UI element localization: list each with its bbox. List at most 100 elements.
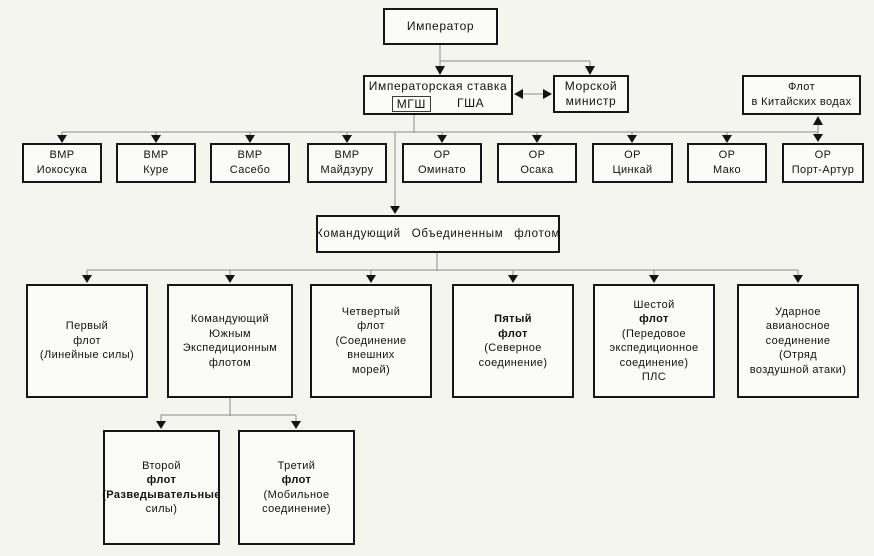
arrowhead-right xyxy=(543,89,552,99)
label-line: в Китайских водах xyxy=(751,96,852,108)
label-line: Ударное xyxy=(775,305,821,318)
arrowhead-down xyxy=(366,275,376,283)
label-line: ВМР xyxy=(334,149,360,161)
label-line: ВМР xyxy=(143,149,169,161)
arrowhead-down xyxy=(245,135,255,143)
label-line: флотом xyxy=(208,356,252,369)
connector-hq-to-bases xyxy=(57,115,818,143)
label-line: Шестой xyxy=(633,298,675,311)
label-line: флот xyxy=(281,474,312,486)
connector-to-combined-commander xyxy=(390,132,400,214)
label-line: Морской xyxy=(564,79,618,93)
label-line: внешних xyxy=(347,349,395,362)
node-base-mako: ОР Мако xyxy=(687,143,767,183)
label-line: Экспедиционным xyxy=(182,342,278,354)
arrowhead-down xyxy=(508,275,518,283)
label-line: соединение) xyxy=(619,356,689,369)
node-south-expeditionary-commander: Командующий Южным Экспедиционным флотом xyxy=(167,284,293,398)
node-base-osaka: ОР Осака xyxy=(497,143,577,183)
node-base-port-arthur: ОР Порт-Артур xyxy=(782,143,864,183)
arrowhead-down xyxy=(627,135,637,143)
arrowhead-down xyxy=(390,206,400,214)
node-first-fleet: Первый флот (Линейные силы) xyxy=(26,284,148,398)
label-line: флот xyxy=(357,320,385,333)
label-line: соединение) xyxy=(478,356,548,369)
label-line: Сасебо xyxy=(229,164,271,176)
arrowhead-down xyxy=(342,135,352,143)
node-combined-fleet-commander: Командующий Объединенным флотом xyxy=(316,215,560,253)
label-line: Четвертый xyxy=(341,305,401,318)
label-line: воздушной атаки) xyxy=(749,363,847,376)
label-line: (Разведывательные xyxy=(102,488,221,501)
arrowhead-down xyxy=(437,135,447,143)
arrowhead-down xyxy=(585,66,595,75)
label-line: ОР xyxy=(624,149,641,161)
node-emperor: Император xyxy=(383,8,498,45)
label-line: Первый xyxy=(65,320,109,333)
label-line: (Мобильное xyxy=(263,488,330,501)
node-fourth-fleet: Четвертый флот (Соединение внешних морей… xyxy=(310,284,432,398)
arrowhead-down xyxy=(225,275,235,283)
arrowhead-down xyxy=(793,275,803,283)
label-line: Император xyxy=(406,19,475,33)
label-line: (Передовое xyxy=(621,327,687,340)
label-line: соединение xyxy=(765,334,831,347)
label-line: (Линейные силы) xyxy=(39,349,135,362)
label-line: Южным xyxy=(208,327,251,340)
label-line: (Отряд xyxy=(778,349,818,362)
label-line: Цинкай xyxy=(612,164,653,176)
label-line: Оминато xyxy=(417,164,467,176)
label-line: Второй xyxy=(142,459,181,472)
label-line: Куре xyxy=(143,164,169,176)
label-line: ОР xyxy=(528,149,546,161)
node-base-yokosuka: ВМР Иокосука xyxy=(22,143,102,183)
label-line: экспедиционное xyxy=(609,342,699,354)
label-line: Осака xyxy=(520,164,554,176)
label-line: Иокосука xyxy=(36,164,88,176)
node-imperial-hq: Императорская ставка МГШ ГША xyxy=(363,75,513,115)
arrowhead-down xyxy=(82,275,92,283)
label-line: Командующий xyxy=(190,313,270,325)
node-third-fleet: Третий флот (Мобильное соединение) xyxy=(238,430,355,545)
arrowhead-down xyxy=(156,421,166,429)
label-line: авианосное xyxy=(765,320,831,333)
arrowhead-down xyxy=(722,135,732,143)
arrowhead-down xyxy=(57,135,67,143)
label-line: флот xyxy=(639,313,669,325)
label-line: Императорская ставка xyxy=(368,78,508,93)
arrowhead-down xyxy=(532,135,542,143)
arrowhead-down xyxy=(649,275,659,283)
label-line: ПЛС xyxy=(641,371,667,383)
node-base-sasebo: ВМР Сасебо xyxy=(210,143,290,183)
arrowhead-left xyxy=(514,89,523,99)
label-line: ВМР xyxy=(237,149,263,161)
label-line: (Северное xyxy=(484,342,542,354)
node-fifth-fleet: Пятый флот (Северное соединение) xyxy=(452,284,574,398)
label-line: Мако xyxy=(712,164,742,176)
connector-chinafleet-portarthur-double-arrow xyxy=(813,116,823,142)
connector-emperor-branch xyxy=(435,45,595,75)
arrowhead-down xyxy=(151,135,161,143)
label-line: министр xyxy=(565,94,617,108)
arrowhead-down xyxy=(291,421,301,429)
node-base-kure: ВМР Куре xyxy=(116,143,196,183)
node-base-maizuru: ВМР Майдзуру xyxy=(307,143,387,183)
gsha-label: ГША xyxy=(456,96,485,110)
hq-staff-row: МГШ ГША xyxy=(391,95,485,112)
connector-hq-minister-double-arrow xyxy=(514,89,552,99)
label-line: Командующий Объединенным флотом xyxy=(315,227,561,240)
label-line: Третий xyxy=(277,459,316,472)
node-sixth-fleet: Шестой флот (Передовое экспедиционное со… xyxy=(593,284,715,398)
arrowhead-down xyxy=(435,66,445,75)
node-china-waters-fleet: Флот в Китайских водах xyxy=(742,75,861,115)
node-base-ominato: ОР Оминато xyxy=(402,143,482,183)
label-line: Флот xyxy=(787,81,816,93)
connector-combined-to-fleets xyxy=(82,253,803,283)
mgsh-tag: МГШ xyxy=(391,95,431,112)
label-line: ОР xyxy=(433,149,451,161)
arrowhead-down xyxy=(813,134,823,142)
label-line: силы) xyxy=(145,503,178,515)
arrowhead-up xyxy=(813,116,823,125)
